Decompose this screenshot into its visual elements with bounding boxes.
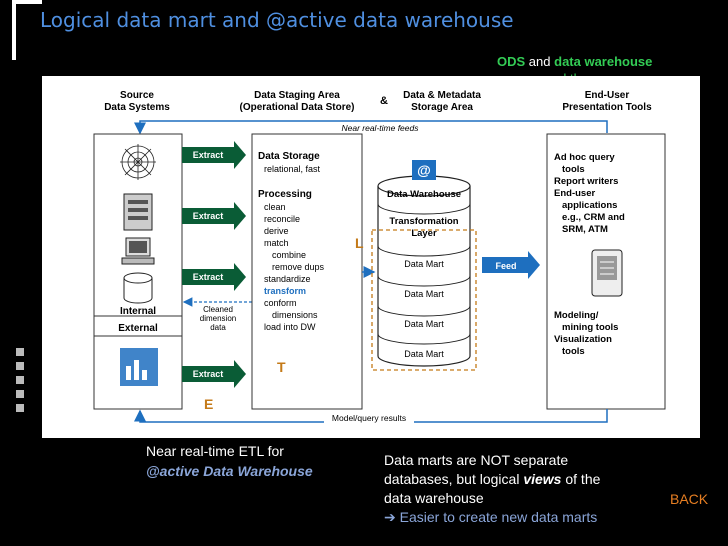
- computer-icon: [121, 237, 155, 265]
- source-external-label: External: [118, 323, 158, 334]
- active-at-icon: [412, 160, 436, 180]
- side-marker: [16, 376, 24, 384]
- dw-term: data warehouse: [554, 54, 653, 69]
- step-remove-dups: remove dups: [272, 262, 325, 272]
- datamart-note: Data marts are NOT separate databases, b…: [384, 451, 600, 527]
- active-at-label: @: [417, 162, 431, 178]
- datamart-note-line1: Data marts are NOT separate: [384, 452, 569, 468]
- near-realtime-feeds-label: Near real-time feeds: [341, 123, 419, 133]
- tool-line-11: tools: [562, 346, 585, 357]
- extract-label: Extract: [193, 211, 224, 221]
- extract-arrow: Extract: [182, 263, 246, 291]
- tool-line-3: Report writers: [554, 176, 618, 187]
- step-load: load into DW: [264, 322, 316, 332]
- views-emphasis: views: [523, 471, 562, 487]
- extract-label: Extract: [193, 150, 224, 160]
- pda-icon: [591, 249, 623, 297]
- etl-load-label: L: [355, 235, 364, 251]
- back-button[interactable]: BACK: [670, 491, 709, 507]
- transformation-layer-1: Transformation: [389, 216, 458, 227]
- extract-arrow: Extract: [182, 360, 246, 388]
- tool-line-6: e.g., CRM and: [562, 212, 625, 223]
- dw-title: Data Warehouse: [387, 189, 461, 200]
- feed-arrow: Feed: [482, 251, 540, 279]
- tool-line-8: Modeling/: [554, 310, 599, 321]
- storage-title: Data Storage: [258, 151, 320, 162]
- data-mart-3: Data Mart: [404, 319, 444, 329]
- extract-arrow: Extract: [182, 202, 246, 230]
- extract-label: Extract: [193, 369, 224, 379]
- data-mart-4: Data Mart: [404, 349, 444, 359]
- datamart-note-line4: ➔ Easier to create new data marts: [384, 509, 598, 525]
- etl-note-line1: Near real-time ETL for: [146, 443, 284, 459]
- datamart-note-line2: databases, but logical views of the: [384, 470, 600, 489]
- datamart-note-line2a: databases, but logical: [384, 471, 524, 487]
- cleaned-label-3: data: [210, 323, 226, 332]
- web-icon: [120, 144, 156, 180]
- corner-bar-horizontal: [12, 0, 42, 4]
- data-mart-1: Data Mart: [404, 259, 444, 269]
- etl-extract-label: E: [204, 396, 213, 412]
- step-combine: combine: [272, 250, 306, 260]
- extract-label: Extract: [193, 272, 224, 282]
- tool-line-9: mining tools: [562, 322, 618, 333]
- step-derive: derive: [264, 226, 289, 236]
- tool-line-7: SRM, ATM: [562, 224, 608, 235]
- step-reconcile: reconcile: [264, 214, 300, 224]
- data-warehouse-cylinder: [377, 175, 471, 367]
- architecture-svg: Source Data Systems Data Staging Area (O…: [93, 90, 666, 424]
- side-marker: [16, 404, 24, 412]
- model-results-label: Model/query results: [332, 413, 406, 423]
- side-marker: [16, 348, 24, 356]
- corner-bar-vertical: [12, 0, 16, 60]
- tool-line-10: Visualization: [554, 334, 612, 345]
- server-icon: [123, 193, 153, 231]
- database-icon: [123, 272, 153, 304]
- side-marker: [16, 362, 24, 370]
- ods-and: and: [528, 54, 551, 69]
- header-staging-2: (Operational Data Store): [239, 102, 354, 113]
- cleaned-label-2: dimension: [200, 314, 236, 323]
- architecture-diagram: Source Data Systems Data Staging Area (O…: [42, 76, 700, 438]
- header-enduser-2: Presentation Tools: [562, 102, 652, 113]
- header-meta-2: Storage Area: [411, 102, 473, 113]
- source-internal-label: Internal: [120, 306, 156, 317]
- near-realtime-feeds-arrow: [134, 120, 608, 135]
- header-enduser-1: End-User: [585, 90, 630, 101]
- storage-sub: relational, fast: [264, 164, 321, 174]
- header-source-1: Source: [120, 90, 154, 101]
- tool-line-5: applications: [562, 200, 617, 211]
- load-dashed-box: [371, 229, 477, 371]
- header-meta-1: Data & Metadata: [403, 90, 481, 101]
- extract-arrow: Extract: [182, 141, 246, 169]
- step-match: match: [264, 238, 289, 248]
- side-marker: [16, 390, 24, 398]
- slide-title: Logical data mart and @active data wareh…: [40, 8, 514, 32]
- step-standardize: standardize: [264, 274, 311, 284]
- cleaned-label-1: Cleaned: [203, 305, 233, 314]
- header-amp: &: [380, 95, 388, 107]
- processing-title: Processing: [258, 189, 312, 200]
- transformation-layer-2: Layer: [411, 228, 437, 239]
- header-source-2: Data Systems: [104, 102, 170, 113]
- model-label-bg: [324, 412, 414, 424]
- tool-line-2: tools: [562, 164, 585, 175]
- tool-line-1: Ad hoc query: [554, 152, 615, 163]
- etl-note: Near real-time ETL for @active Data Ware…: [146, 441, 313, 481]
- tool-line-4: End-user: [554, 188, 595, 199]
- data-mart-2: Data Mart: [404, 289, 444, 299]
- etl-note-line2: @active Data Warehouse: [146, 463, 313, 479]
- etl-transform-label: T: [277, 359, 286, 375]
- step-conform: conform: [264, 298, 297, 308]
- feeds-label-bg: [332, 122, 428, 134]
- datamart-note-line2c: of the: [561, 471, 601, 487]
- step-dimensions: dimensions: [272, 310, 318, 320]
- header-staging-1: Data Staging Area: [254, 90, 340, 101]
- datamart-note-line3: data warehouse: [384, 490, 484, 506]
- step-clean: clean: [264, 202, 286, 212]
- step-transform: transform: [264, 286, 306, 296]
- feed-label: Feed: [495, 261, 516, 271]
- external-chart-icon: [120, 348, 158, 386]
- ods-term: ODS: [497, 54, 526, 69]
